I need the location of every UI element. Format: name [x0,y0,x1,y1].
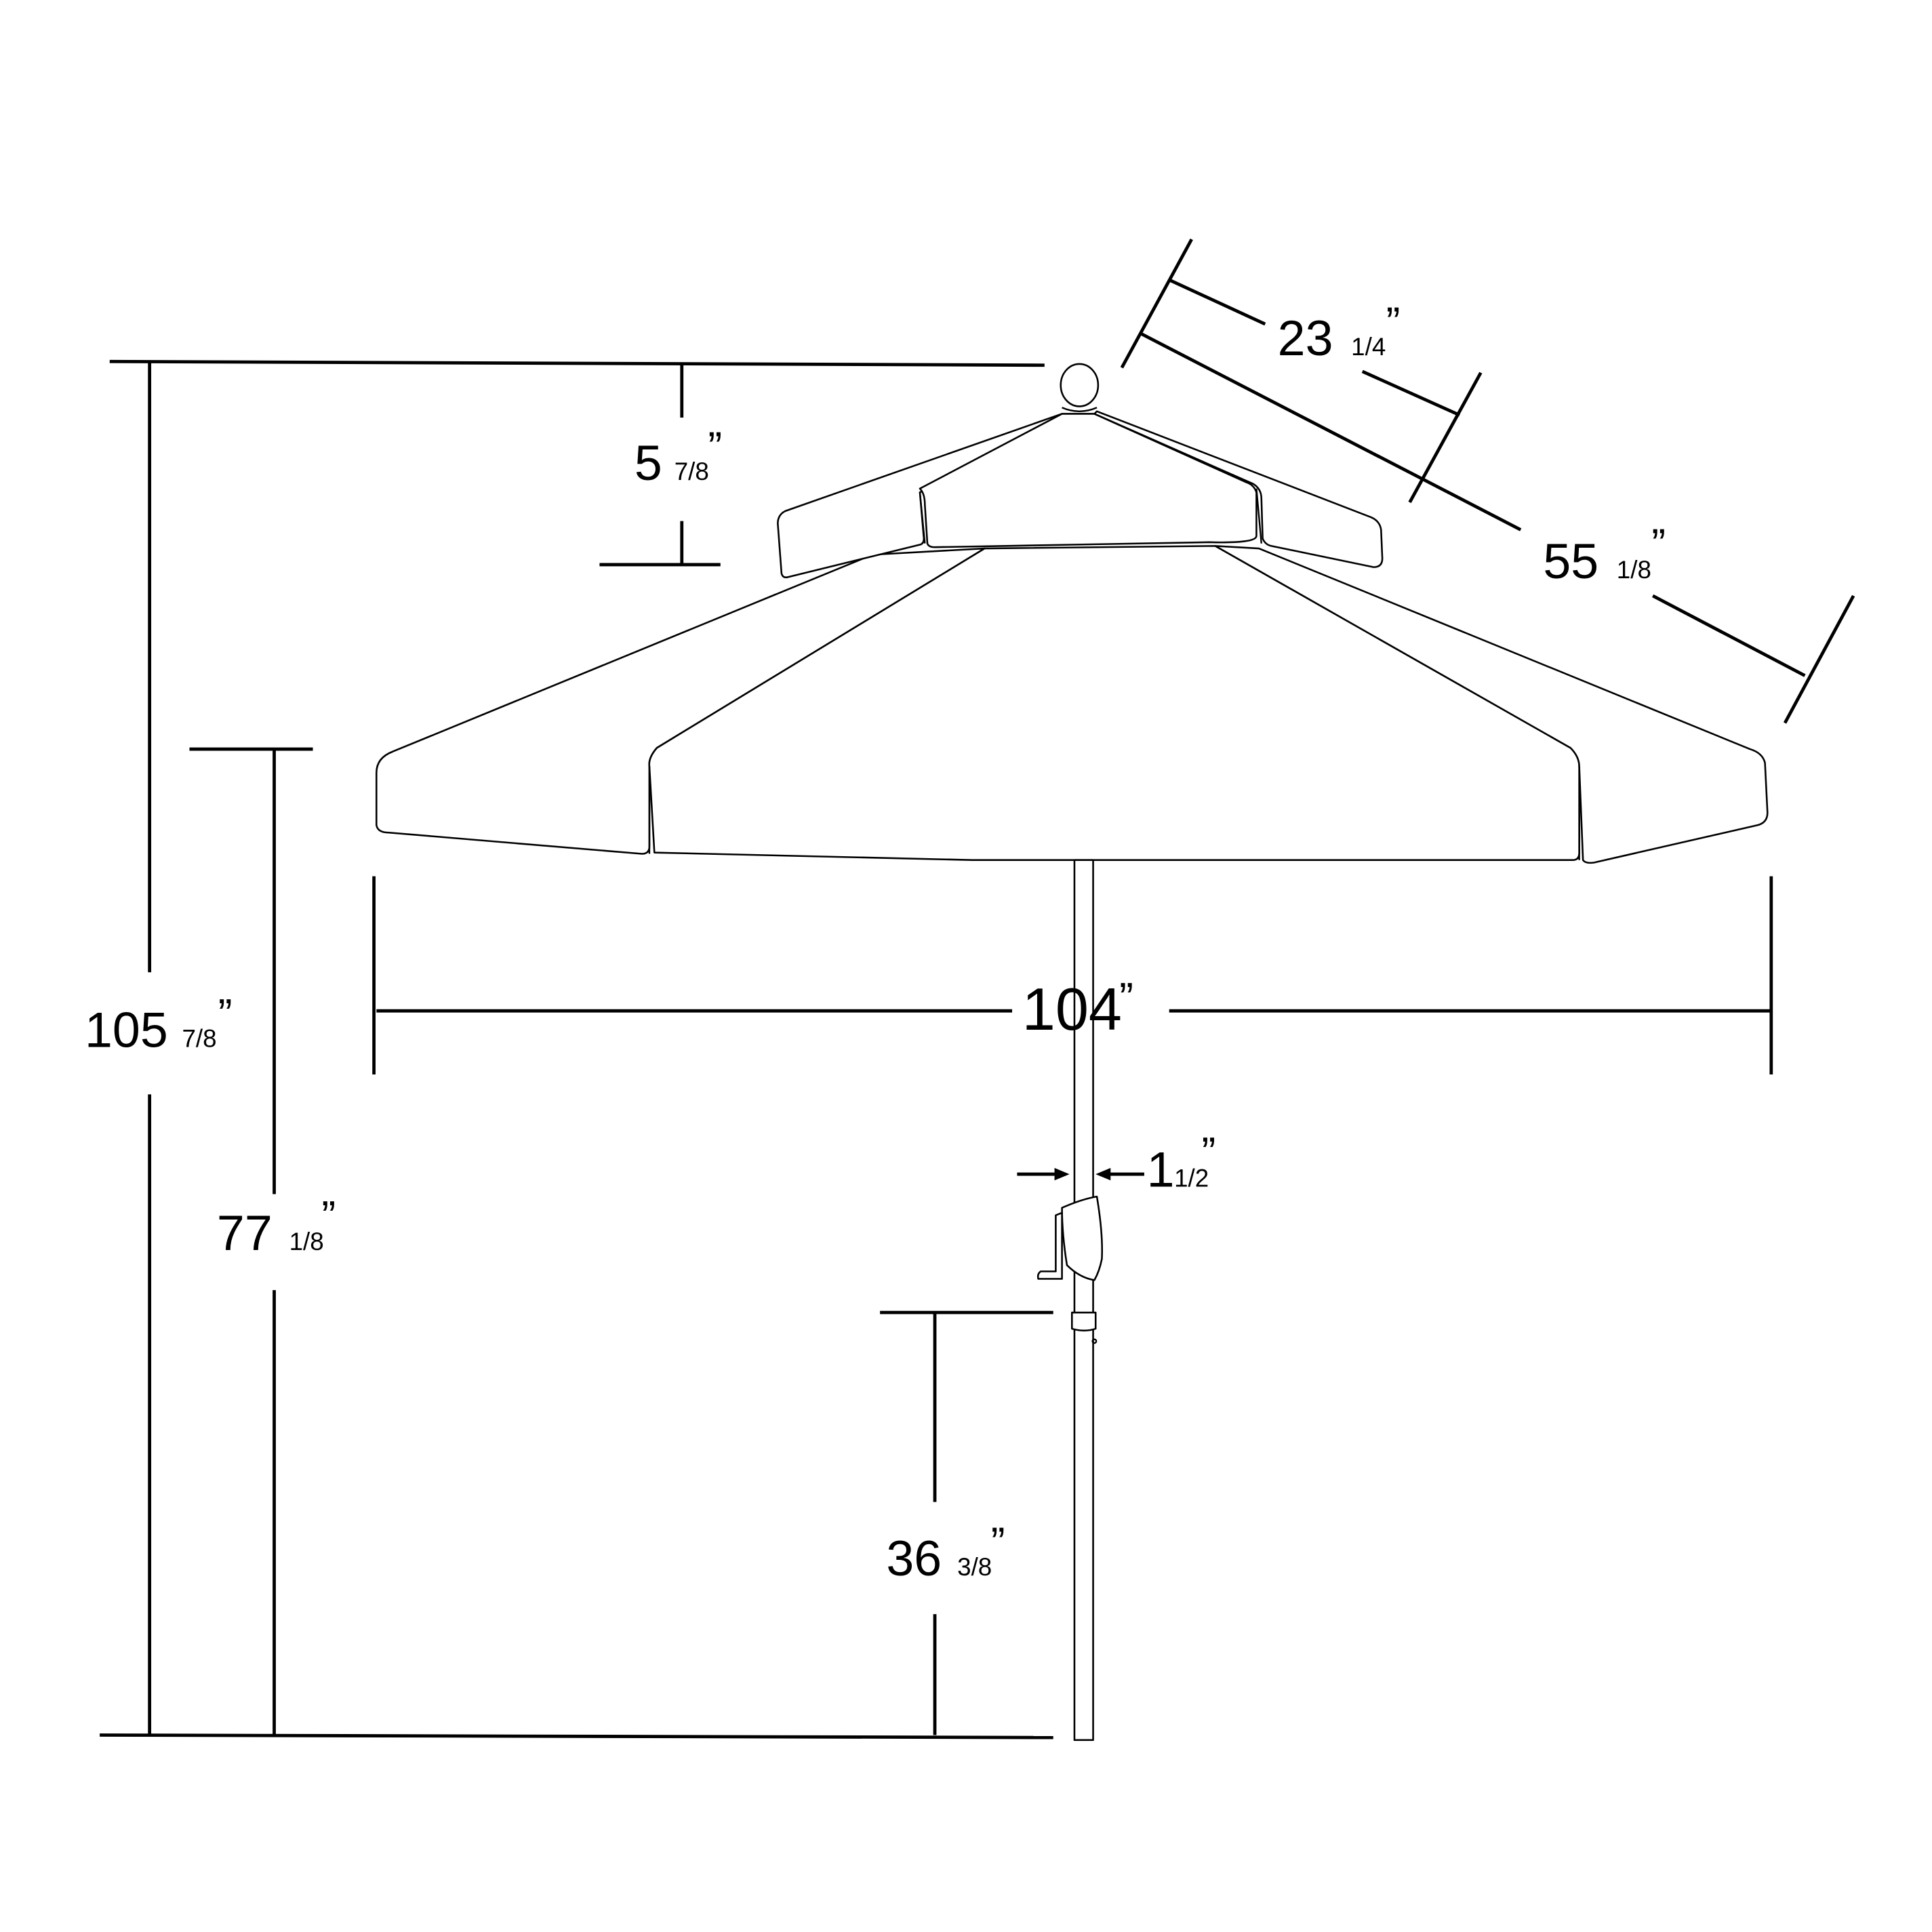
dimension-pole-diameter: 1 1/2 ” [1017,1129,1215,1197]
clearance-height-whole: 77 [217,1205,273,1261]
overall-height-fraction: 7/8 [182,1025,216,1053]
vent-height-whole: 5 [635,435,662,491]
overall-height-mark: ” [218,990,233,1038]
crank-housing [1061,1195,1104,1281]
vent-height-fraction: 7/8 [675,458,709,485]
overall-height-whole: 105 [85,1002,168,1058]
dimension-crank-height: 36 3/8 ” [880,1310,1053,1735]
vent-rib-length-mark: ” [1386,298,1401,346]
vent-rib-length-fraction: 1/4 [1351,333,1386,361]
crank-handle [1037,1211,1063,1280]
vent-height-mark: ” [708,423,722,470]
vent-canopy [777,410,1384,578]
clearance-height-mark: ” [321,1192,336,1240]
crank-height-mark: ” [991,1519,1005,1567]
main-canopy [376,545,1769,864]
dimension-canopy-width: 104 ” [372,876,1773,1074]
pole-diameter-whole: 1 [1147,1141,1175,1197]
rib-length-whole: 55 [1543,533,1598,589]
umbrella-drawing [376,363,1769,1742]
clearance-height-fraction: 1/8 [289,1228,324,1255]
dimension-overall-height: 105 7/8 ” [85,359,1053,1739]
crank-height-fraction: 3/8 [957,1553,992,1581]
crank-height-whole: 36 [886,1530,942,1586]
pole [1073,859,1094,1742]
rib-length-mark: ” [1651,521,1666,568]
dimension-vent-height: 5 7/8 ” [599,363,722,567]
dimension-clearance-height: 77 1/8 ” [189,747,336,1735]
dimension-vent-rib-length: 23 1/4 ” [1120,238,1483,504]
arrow-left-icon [1095,1167,1111,1181]
tilt-collar [1071,1311,1098,1344]
vent-rib-length-whole: 23 [1278,310,1333,366]
arrow-right-icon [1054,1167,1070,1181]
dimension-rib-length: 55 1/8 ” [1141,332,1855,724]
pole-diameter-fraction: 1/2 [1174,1164,1209,1192]
canopy-width-whole: 104 [1022,975,1122,1043]
finial [1060,363,1100,412]
canopy-width-mark: ” [1119,974,1133,1022]
pole-diameter-mark: ” [1202,1129,1216,1176]
rib-length-fraction: 1/8 [1617,556,1651,584]
